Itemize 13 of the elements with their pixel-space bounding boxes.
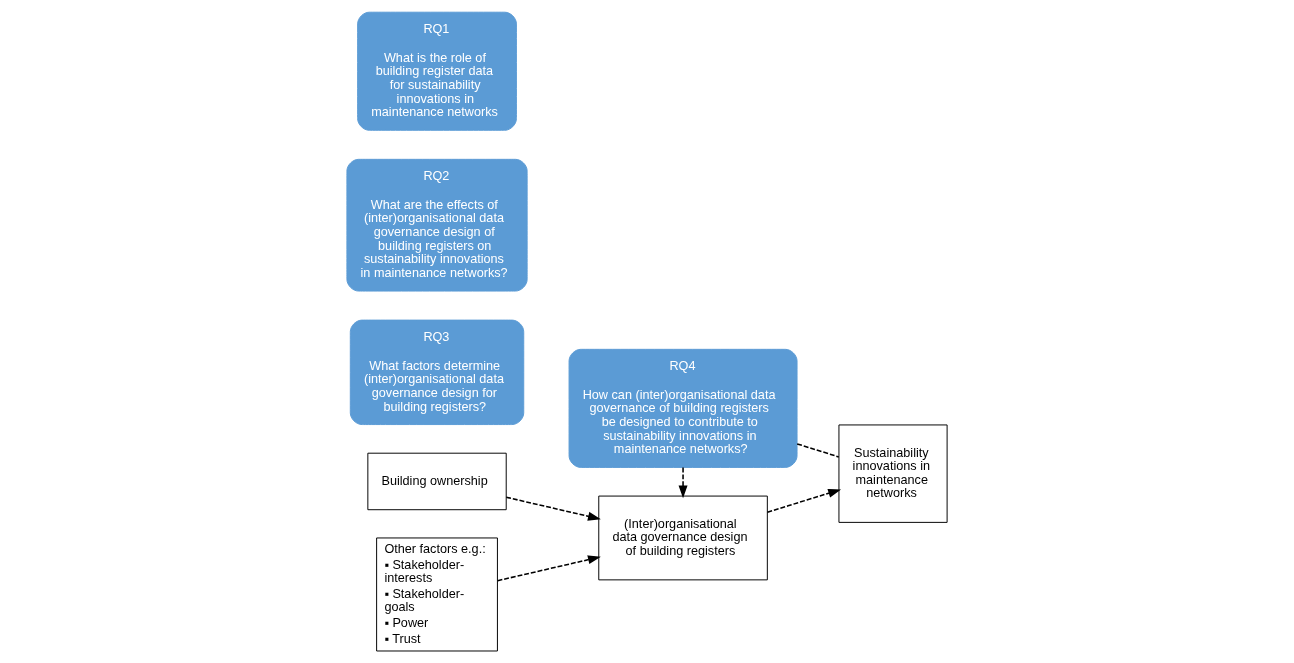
- node-box: RQ4 How can (inter)organisational data governance of building registers be designed to contribute to sustainability innovations in maintenance networks?: [568, 348, 798, 468]
- arrow: [678, 466, 688, 499]
- node-box: RQ3 What factors determine (inter)organisational data governance design for building registers?: [349, 319, 525, 426]
- node-box: RQ2 What are the effects of (inter)organisational data governance design of building registers on sustainability innovations in maintenance networks?: [346, 158, 528, 292]
- arrow: [505, 496, 601, 521]
- node-box: Other factors e.g.: ▪ Stakeholder-interests ▪ Stakeholder-goals ▪ Power ▪ Trust: [376, 537, 498, 652]
- arrow: [766, 488, 842, 513]
- node-box: Sustainability innovations in maintenance networks: [838, 424, 948, 523]
- arrow: [496, 555, 601, 582]
- node-box: RQ1 What is the role of building register data for sustainability innovations in maintenance networks: [357, 11, 517, 131]
- node-box: (Inter)organisational data governance design of building registers: [598, 495, 768, 581]
- connector: [796, 443, 840, 458]
- node-box: Building ownership: [367, 452, 507, 511]
